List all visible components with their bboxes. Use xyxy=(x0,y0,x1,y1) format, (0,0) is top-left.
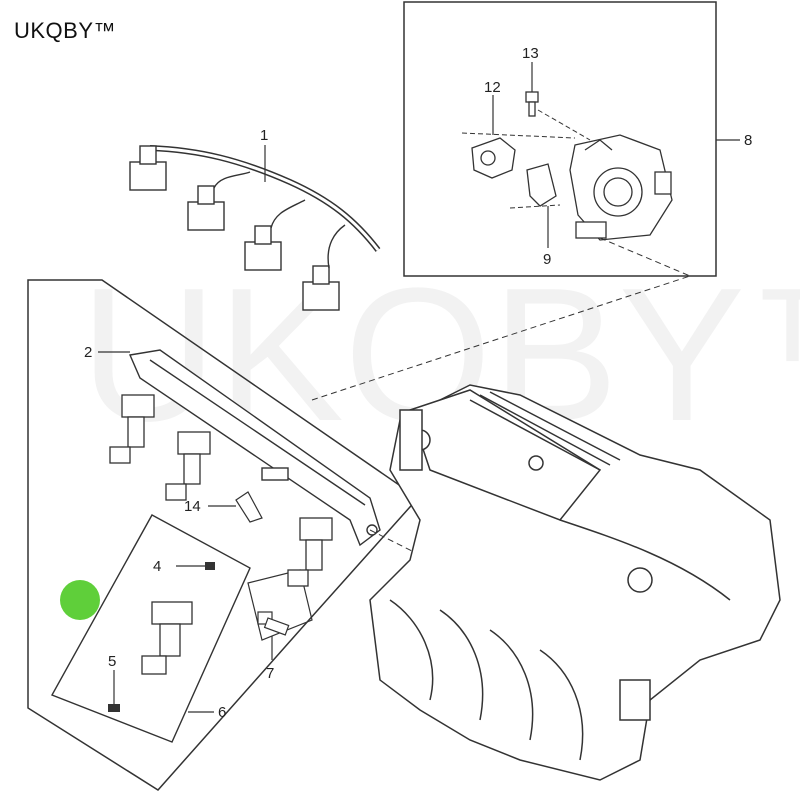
injectors xyxy=(109,394,333,587)
callout-8: 8 xyxy=(744,132,752,149)
throttle-body xyxy=(569,134,673,241)
callout-7: 7 xyxy=(266,665,274,682)
single-injector xyxy=(141,601,193,675)
assembly-guide-line xyxy=(599,237,691,277)
sensor-part-12 xyxy=(471,137,516,179)
seal-part-4 xyxy=(205,562,215,570)
injector-sub-box xyxy=(50,514,251,743)
o-ring-part-5 xyxy=(108,704,120,712)
fuel-rail xyxy=(129,349,381,547)
bolt-part-7 xyxy=(257,611,290,636)
callout-4: 4 xyxy=(153,558,161,575)
gasket-part-9 xyxy=(526,163,557,207)
green-marker-icon xyxy=(60,580,100,620)
ignition-coil-harness xyxy=(129,145,381,311)
bolt-sub-box xyxy=(247,569,313,641)
callout-13: 13 xyxy=(522,45,539,62)
assembly-guide-line xyxy=(311,275,691,401)
brand-label: UKQBY™ xyxy=(14,18,117,43)
callout-14: 14 xyxy=(184,498,201,515)
assembly-guide-line xyxy=(461,132,576,139)
fuel-rail-group-outline xyxy=(27,279,420,791)
intake-manifold xyxy=(369,384,781,781)
callout-12: 12 xyxy=(484,79,501,96)
throttle-group-box xyxy=(403,1,717,277)
assembly-guide-line xyxy=(537,109,591,141)
callout-2: 2 xyxy=(84,344,92,361)
bolt-part-13 xyxy=(525,91,539,117)
assembly-guide-line xyxy=(509,204,561,209)
callout-1: 1 xyxy=(260,127,268,144)
callout-6: 6 xyxy=(218,704,226,721)
clip-part-14 xyxy=(235,491,263,523)
callout-9: 9 xyxy=(543,251,551,268)
callout-5: 5 xyxy=(108,653,116,670)
